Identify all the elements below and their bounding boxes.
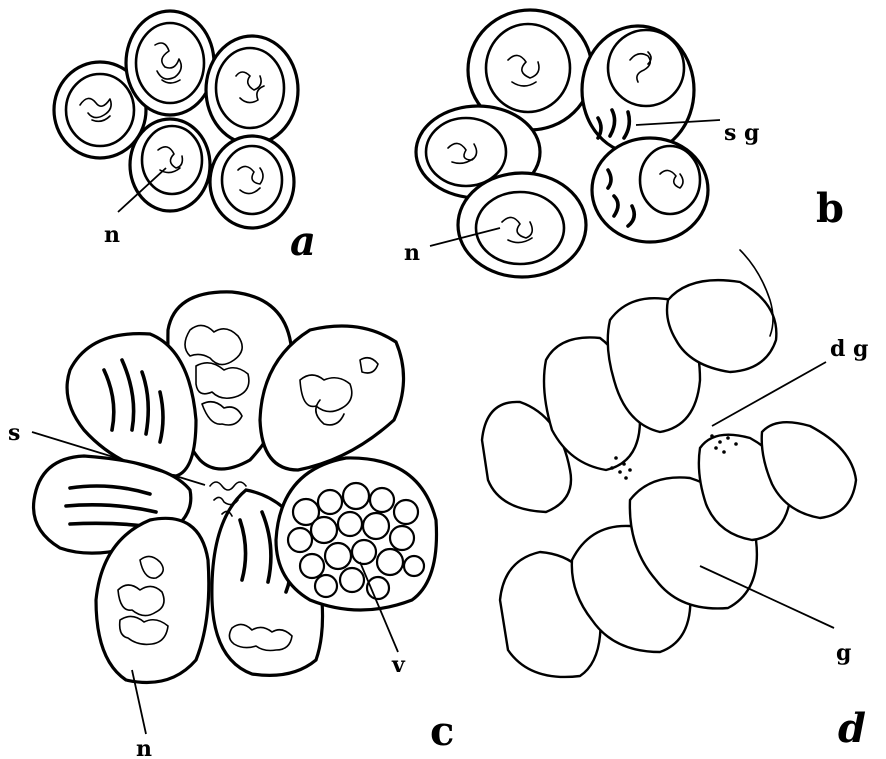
label-c-v: v	[391, 652, 406, 678]
label-d-g: g	[836, 640, 851, 666]
cell-b2	[582, 26, 694, 154]
panel-letter-a: a	[290, 218, 316, 265]
panel-b: s g n b	[404, 10, 844, 277]
cell-a5	[210, 136, 294, 228]
label-b-sg: s g	[724, 120, 759, 146]
panel-letter-c: c	[430, 708, 454, 755]
label-d-dg: d g	[830, 336, 868, 362]
panel-c: s v n c	[8, 292, 454, 759]
cell-a3	[206, 36, 298, 144]
label-a-n: n	[104, 222, 120, 248]
panel-d: d g g d	[482, 250, 868, 752]
label-c-s: s	[8, 420, 20, 446]
cell-b4	[592, 138, 708, 242]
cell-a4	[130, 119, 210, 211]
cell-b5	[458, 173, 586, 277]
panel-letter-d: d	[838, 705, 866, 752]
panel-letter-b: b	[816, 185, 844, 232]
petal-c-right	[276, 458, 437, 610]
cell-a2	[126, 11, 214, 115]
panel-a: n a	[54, 11, 316, 265]
label-c-n: n	[136, 736, 152, 759]
label-b-n: n	[404, 240, 420, 266]
